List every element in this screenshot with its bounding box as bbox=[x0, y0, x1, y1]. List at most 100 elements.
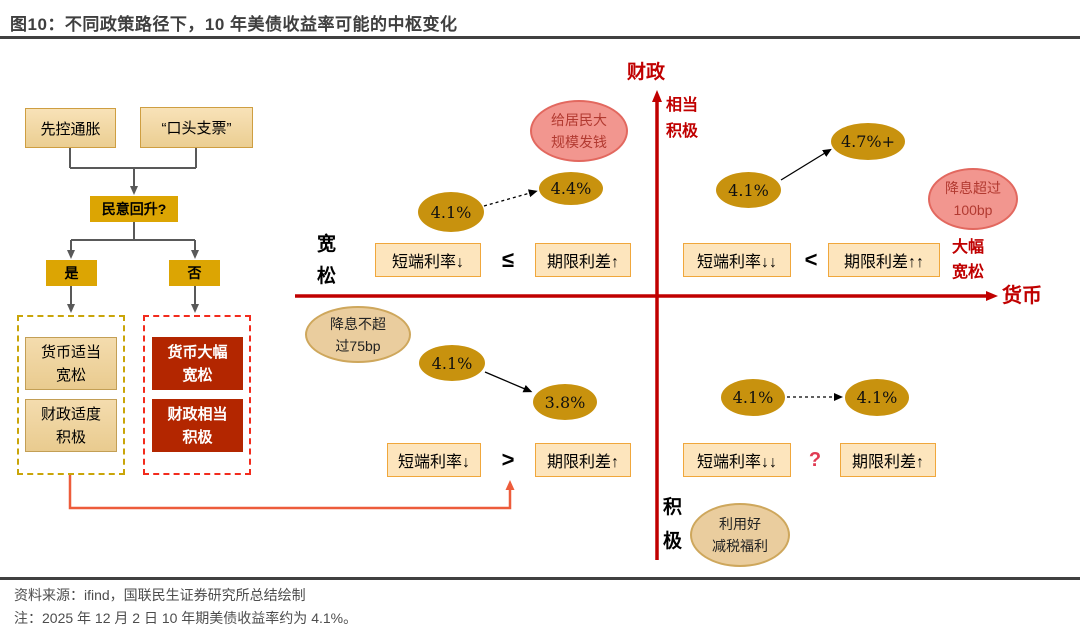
box-short-rate-bottom-left: 短端利率↓ bbox=[387, 443, 481, 477]
yes-outcome-monetary-line1: 货币适当 bbox=[40, 343, 101, 361]
connector-outcome-to-quadrant bbox=[68, 475, 515, 510]
flow-box-control-inflation-label: 先控通胀 bbox=[40, 120, 101, 138]
vertical-axis-title: 财政 bbox=[627, 57, 665, 84]
yield-start-bottom-right: 4.1% bbox=[721, 379, 785, 416]
source-note: 资料来源：ifind，国联民生证券研究所总结绘制 bbox=[14, 587, 306, 603]
no-outcome-fiscal: 财政相当 积极 bbox=[152, 399, 243, 452]
yes-outcome-fiscal-line2: 积极 bbox=[55, 428, 86, 446]
yes-outcome-fiscal: 财政适度 积极 bbox=[25, 399, 117, 452]
callout-rate-cut-under-75bp: 降息不超 过75bp bbox=[305, 306, 411, 363]
horizontal-axis-right-line2: 宽松 bbox=[952, 264, 985, 281]
callout-tax-benefit: 利用好 减税福利 bbox=[690, 503, 790, 567]
yield-end-bottom-right: 4.1% bbox=[845, 379, 909, 416]
box-short-rate-bottom-right-label: 短端利率↓↓ bbox=[696, 454, 777, 471]
arrow-bottom-left-shift bbox=[484, 371, 533, 393]
yield-start-bottom-left-value: 4.1% bbox=[431, 353, 473, 373]
horizontal-axis-right-label: 大幅 宽松 bbox=[952, 235, 984, 285]
yield-note: 注：2025 年 12 月 2 日 10 年期美债收益率约为 4.1%。 bbox=[14, 610, 358, 626]
vertical-axis-top-label: 相当 积极 bbox=[666, 93, 698, 145]
no-outcome-monetary-line2: 宽松 bbox=[182, 366, 213, 384]
no-outcome-monetary: 货币大幅 宽松 bbox=[152, 337, 243, 390]
flow-box-verbal-check-label: “口头支票” bbox=[161, 120, 232, 137]
callout-rate-cut-over-100bp: 降息超过 100bp bbox=[928, 168, 1018, 230]
box-term-spread-bottom-left: 期限利差↑ bbox=[535, 443, 631, 477]
relation-bottom-left-symbol: > bbox=[501, 447, 515, 472]
vertical-axis-top-line1: 相当 bbox=[666, 97, 699, 114]
box-term-spread-top-left-label: 期限利差↑ bbox=[546, 254, 619, 271]
yield-end-bottom-left-value: 3.8% bbox=[544, 392, 586, 412]
no-outcome-monetary-line1: 货币大幅 bbox=[167, 343, 228, 361]
box-term-spread-top-right: 期限利差↑↑ bbox=[828, 243, 940, 277]
flow-box-no: 否 bbox=[169, 260, 220, 286]
connector-top-merge bbox=[69, 148, 197, 169]
callout-rate-cut-under-75bp-line2: 过75bp bbox=[335, 337, 381, 354]
yield-end-top-right-value: 4.7%+ bbox=[840, 132, 896, 151]
vertical-axis-bottom-line1: 积 bbox=[663, 497, 683, 518]
box-term-spread-bottom-left-label: 期限利差↑ bbox=[546, 454, 619, 471]
yield-end-bottom-left: 3.8% bbox=[533, 384, 597, 420]
no-outcome-container bbox=[143, 315, 251, 475]
relation-bottom-right-symbol: ? bbox=[808, 448, 822, 471]
yield-end-top-right: 4.7%+ bbox=[831, 123, 905, 160]
vertical-axis-title-label: 财政 bbox=[627, 62, 666, 83]
vertical-axis-bottom-line2: 极 bbox=[663, 531, 683, 552]
callout-rate-cut-over-100bp-line1: 降息超过 bbox=[945, 180, 1001, 196]
arrow-top-left-shift bbox=[483, 189, 538, 207]
no-outcome-fiscal-line1: 财政相当 bbox=[167, 405, 228, 423]
arrow-top-right-shift bbox=[780, 148, 832, 181]
footer-divider bbox=[0, 577, 1080, 580]
relation-bottom-right: ? bbox=[799, 443, 831, 477]
yield-start-bottom-left: 4.1% bbox=[419, 345, 485, 381]
relation-top-left: ≤ bbox=[489, 243, 527, 277]
relation-top-right: < bbox=[795, 243, 827, 277]
yield-start-top-left: 4.1% bbox=[418, 192, 484, 232]
box-short-rate-top-right-label: 短端利率↓↓ bbox=[696, 254, 777, 271]
yes-outcome-container bbox=[17, 315, 125, 475]
box-short-rate-top-right: 短端利率↓↓ bbox=[683, 243, 791, 277]
box-term-spread-bottom-right: 期限利差↑ bbox=[840, 443, 936, 477]
box-short-rate-top-left: 短端利率↓ bbox=[375, 243, 481, 277]
horizontal-axis-title-label: 货币 bbox=[1002, 285, 1042, 307]
yield-end-top-left-value: 4.4% bbox=[550, 179, 592, 198]
flow-box-decision: 民意回升? bbox=[90, 196, 178, 222]
horizontal-axis-left-line2: 松 bbox=[317, 266, 337, 287]
yield-start-top-right: 4.1% bbox=[716, 172, 781, 208]
box-term-spread-top-left: 期限利差↑ bbox=[535, 243, 631, 277]
flow-box-yes-label: 是 bbox=[64, 265, 79, 281]
box-short-rate-bottom-right: 短端利率↓↓ bbox=[683, 443, 791, 477]
yes-outcome-monetary-line2: 宽松 bbox=[55, 366, 86, 384]
yield-start-top-left-value: 4.1% bbox=[430, 202, 472, 222]
flow-box-control-inflation: 先控通胀 bbox=[25, 108, 116, 148]
flow-box-yes: 是 bbox=[46, 260, 97, 286]
flow-box-decision-label: 民意回升? bbox=[101, 201, 167, 217]
callout-cash-handout-line1: 给居民大 bbox=[551, 112, 607, 128]
yield-start-bottom-right-value: 4.1% bbox=[732, 388, 774, 407]
horizontal-axis-title: 货币 bbox=[1002, 279, 1042, 308]
figure-title: 图10：不同政策路径下，10 年美债收益率可能的中枢变化 bbox=[10, 15, 458, 34]
horizontal-axis-left-line1: 宽 bbox=[317, 234, 337, 255]
relation-bottom-left: > bbox=[489, 443, 527, 477]
box-short-rate-bottom-left-label: 短端利率↓ bbox=[397, 454, 470, 471]
yield-start-top-right-value: 4.1% bbox=[728, 180, 769, 200]
title-underline bbox=[0, 36, 1080, 39]
yes-outcome-fiscal-line1: 财政适度 bbox=[40, 405, 101, 423]
callout-rate-cut-over-100bp-line2: 100bp bbox=[953, 202, 993, 218]
flow-box-verbal-check: “口头支票” bbox=[140, 107, 253, 148]
vertical-axis-bottom-label: 积 极 bbox=[663, 491, 682, 559]
callout-cash-handout: 给居民大 规模发钱 bbox=[530, 100, 628, 162]
yield-end-bottom-right-value: 4.1% bbox=[856, 388, 898, 407]
yes-outcome-monetary: 货币适当 宽松 bbox=[25, 337, 117, 390]
callout-cash-handout-line2: 规模发钱 bbox=[551, 134, 607, 150]
box-term-spread-bottom-right-label: 期限利差↑ bbox=[851, 454, 924, 471]
callout-tax-benefit-line1: 利用好 bbox=[719, 516, 761, 532]
box-short-rate-top-left-label: 短端利率↓ bbox=[391, 254, 464, 271]
callout-rate-cut-under-75bp-line1: 降息不超 bbox=[330, 315, 386, 332]
box-term-spread-top-right-label: 期限利差↑↑ bbox=[843, 254, 924, 271]
relation-top-left-symbol: ≤ bbox=[501, 247, 515, 272]
connector-decision-split bbox=[71, 221, 195, 241]
horizontal-axis-right-line1: 大幅 bbox=[952, 239, 985, 256]
no-outcome-fiscal-line2: 积极 bbox=[182, 428, 213, 446]
callout-tax-benefit-line2: 减税福利 bbox=[712, 538, 768, 554]
